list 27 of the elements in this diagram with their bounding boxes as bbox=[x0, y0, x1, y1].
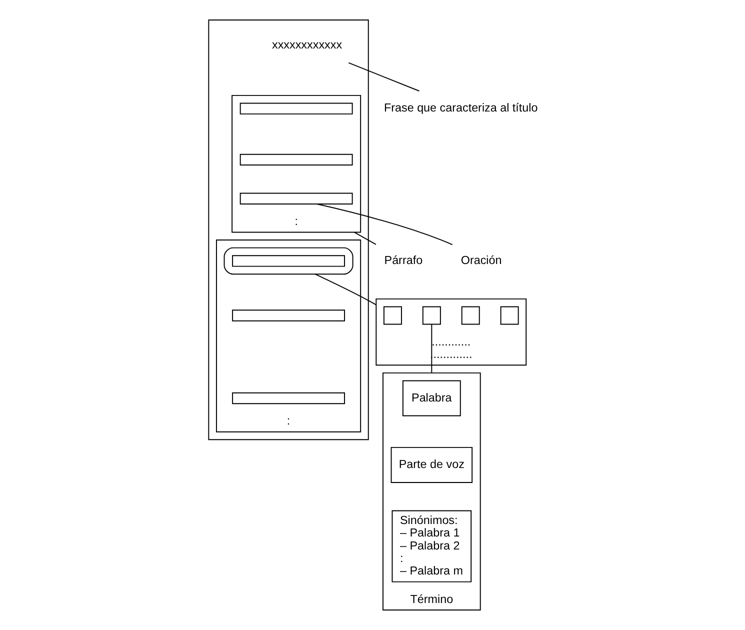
connector bbox=[316, 204, 452, 246]
cluster: ............ ............. bbox=[375, 298, 526, 366]
node-box bbox=[239, 102, 352, 114]
connector bbox=[353, 232, 376, 245]
node-text: xxxxxxxxxxxx bbox=[272, 38, 342, 52]
node-box: Sinónimos: – Palabra 1 – Palabra 2 : – Palabra m bbox=[391, 510, 472, 582]
connector bbox=[430, 324, 432, 374]
node-text: Frase que caracteriza al título bbox=[383, 102, 538, 115]
node-box bbox=[422, 306, 440, 325]
node-box bbox=[460, 306, 480, 325]
node-box bbox=[382, 306, 402, 325]
node-text: Oración bbox=[460, 254, 502, 267]
node-box: Parte de voz bbox=[390, 446, 472, 483]
node-box bbox=[239, 192, 352, 204]
node-box bbox=[232, 310, 344, 322]
cluster bbox=[208, 19, 368, 440]
node-box bbox=[232, 255, 344, 267]
cluster: : bbox=[231, 94, 361, 233]
cluster: : bbox=[215, 240, 361, 432]
cluster bbox=[223, 247, 353, 275]
node-box: Palabra bbox=[402, 380, 460, 416]
node-text: Párrafo bbox=[384, 254, 422, 267]
connector bbox=[348, 62, 420, 92]
node-box bbox=[500, 306, 518, 325]
connector bbox=[314, 274, 376, 306]
node-box bbox=[239, 154, 352, 166]
node-box bbox=[232, 392, 344, 404]
